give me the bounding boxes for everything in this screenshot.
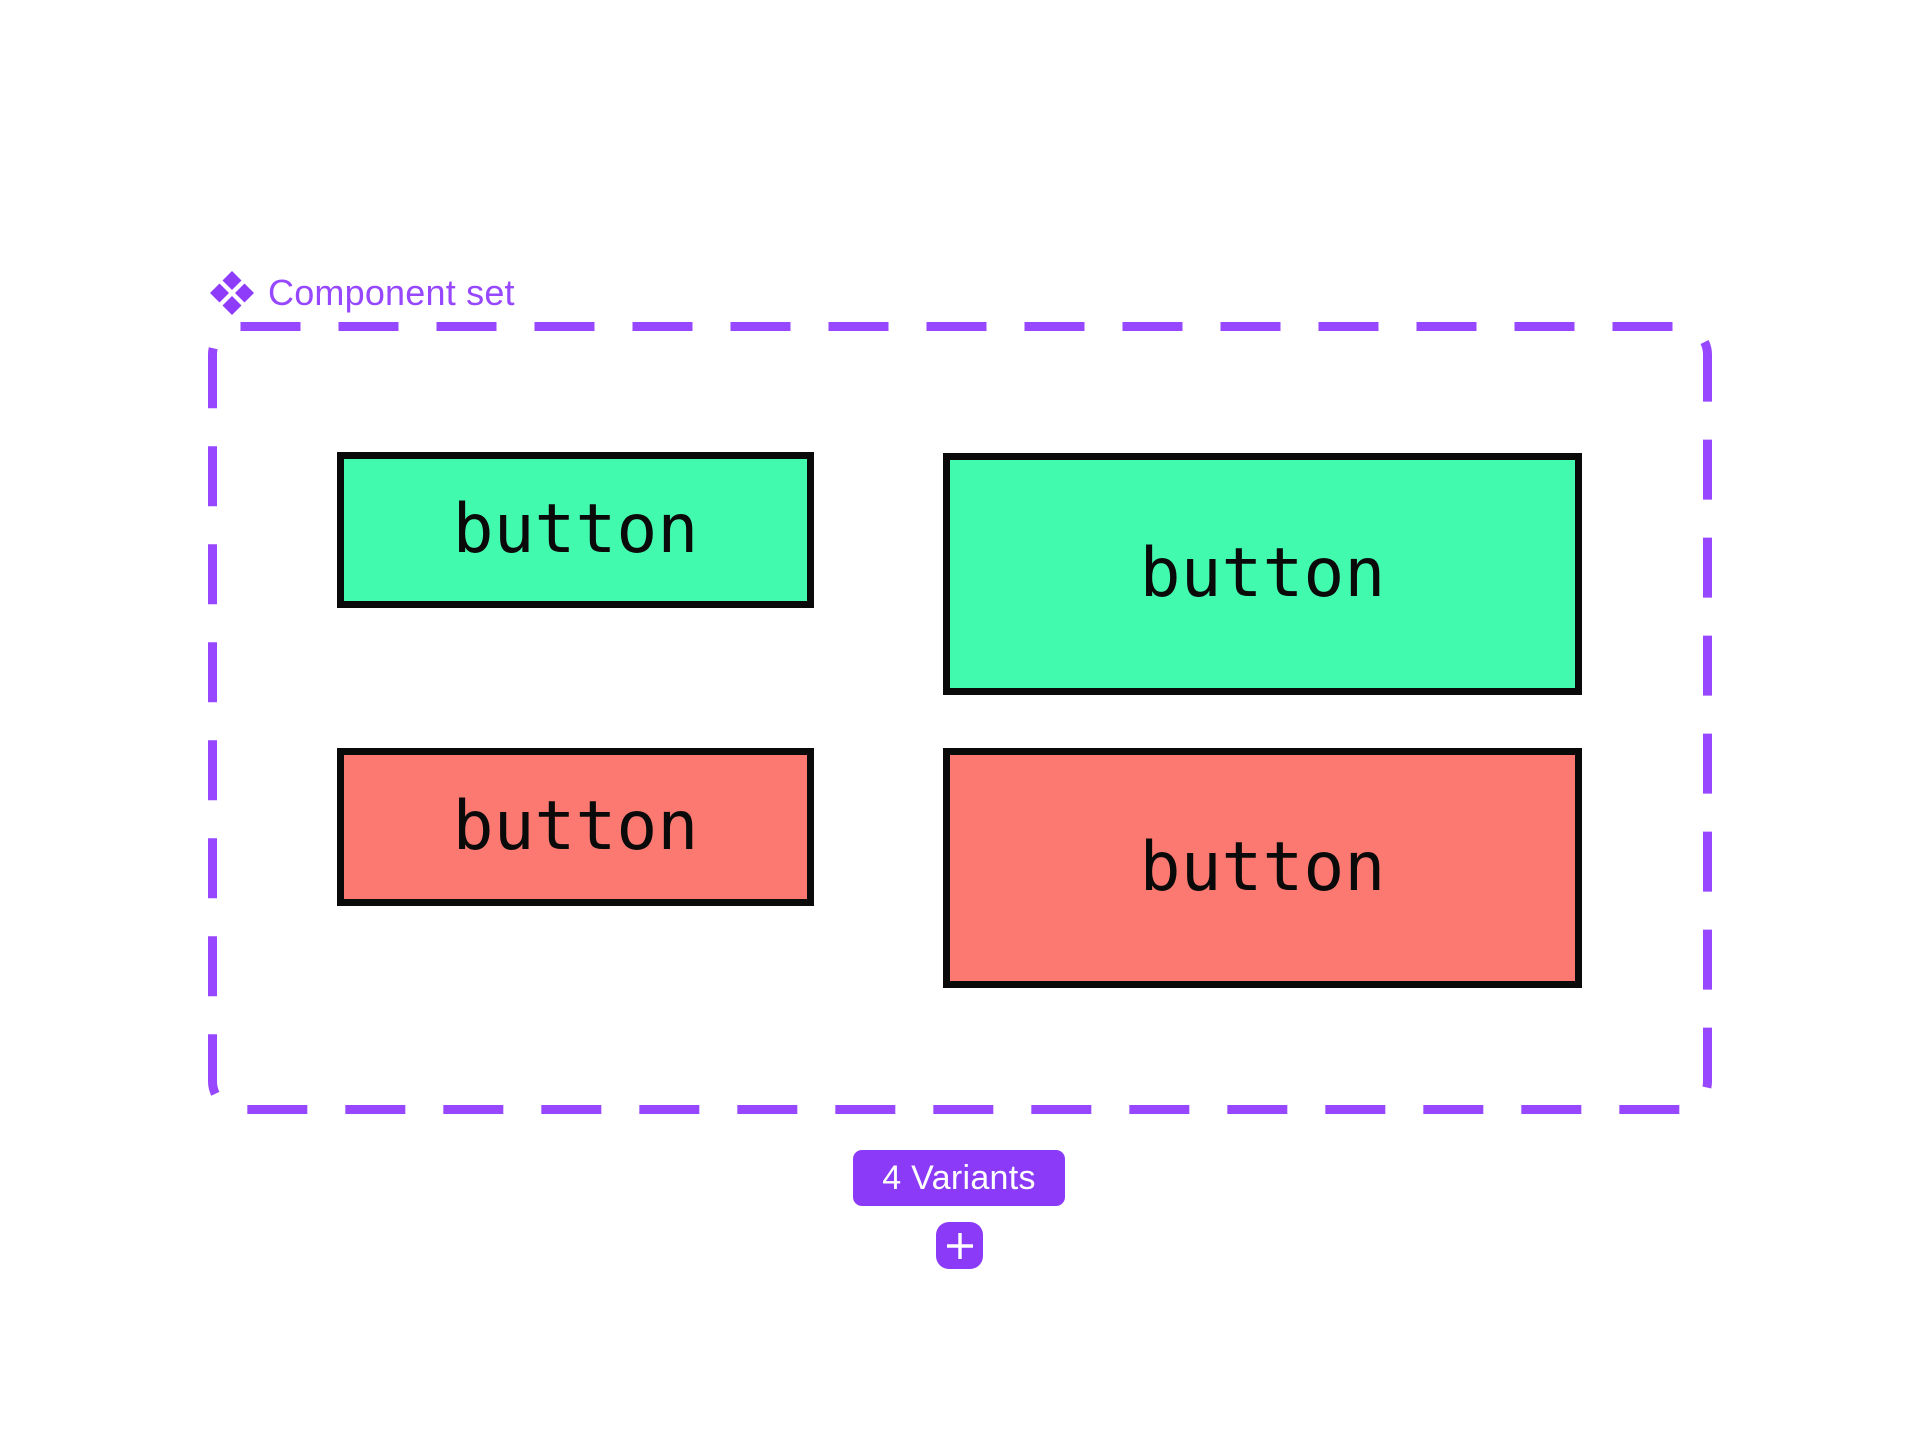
component-set-outline	[208, 322, 1712, 1114]
component-set-icon	[210, 271, 254, 315]
component-set-label[interactable]: Component set	[268, 272, 515, 313]
variant-button-green-large[interactable]: button	[943, 453, 1582, 695]
variant-button-red-large[interactable]: button	[943, 748, 1582, 988]
plus-icon	[946, 1232, 973, 1259]
variants-count-label: 4 Variants	[882, 1158, 1036, 1197]
variant-button-label: button	[1139, 534, 1386, 613]
add-variant-button[interactable]	[936, 1222, 983, 1269]
variants-count-badge: 4 Variants	[853, 1150, 1065, 1206]
variant-button-label: button	[1139, 828, 1386, 907]
component-set-header: Component set	[209, 268, 515, 318]
variant-button-label: button	[452, 787, 699, 866]
variant-button-green-small[interactable]: button	[337, 452, 814, 608]
variant-button-label: button	[452, 490, 699, 569]
variant-button-red-small[interactable]: button	[337, 748, 814, 906]
